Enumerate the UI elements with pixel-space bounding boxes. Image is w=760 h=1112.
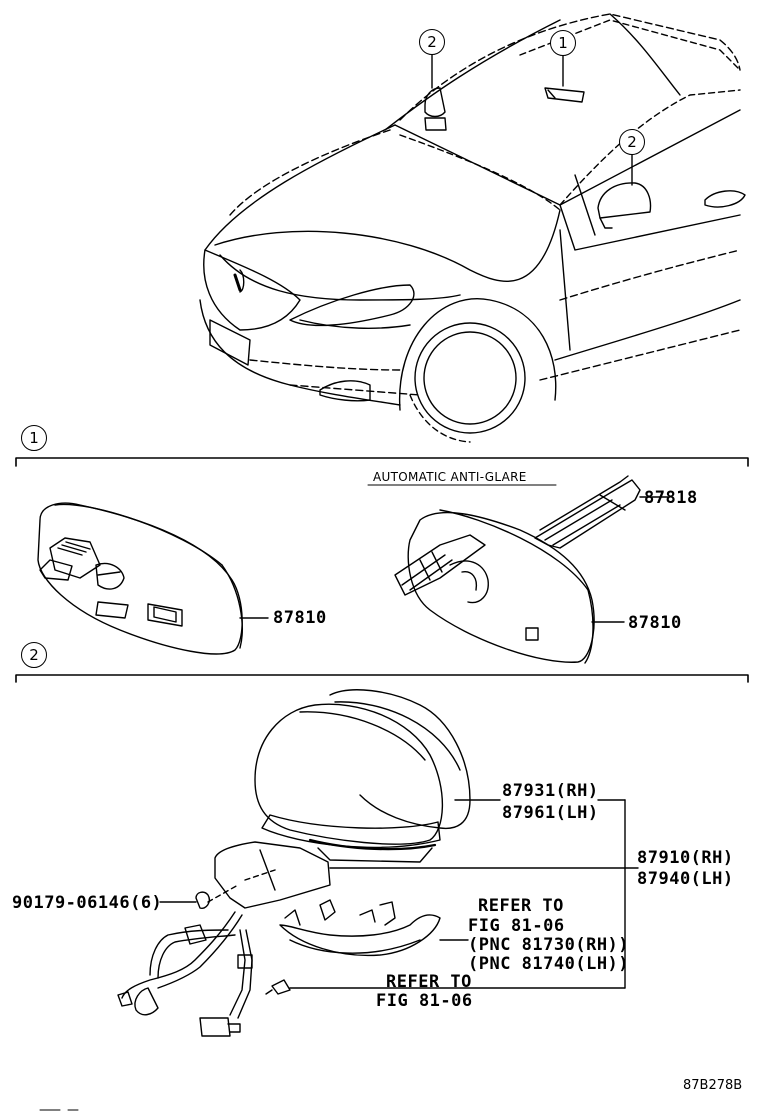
section-2-marker: 2 — [21, 642, 47, 668]
refer-lamp-line3: (PNC 81730(RH)) — [468, 935, 630, 955]
inner-mirror-right — [394, 475, 669, 664]
inner-mirror-left — [37, 502, 269, 655]
callout-2-right-mirror: 2 — [619, 129, 645, 155]
callout-1-inner-mirror: 1 — [550, 30, 576, 56]
part-87810-right-label: 87810 — [628, 613, 682, 633]
outer-mirror-assembly — [117, 689, 639, 1037]
car-illustration — [199, 13, 746, 443]
refer-screw-line1: REFER TO — [386, 972, 472, 992]
refer-lamp-line2: FIG 81-06 — [468, 916, 565, 936]
part-87818-label: 87818 — [644, 488, 698, 508]
refer-screw-line2: FIG 81-06 — [376, 991, 473, 1011]
automatic-anti-glare-heading: AUTOMATIC ANTI-GLARE — [373, 470, 527, 484]
refer-lamp-line1: REFER TO — [478, 896, 564, 916]
part-90179-screw-label: 90179-06146(6) — [12, 893, 163, 913]
part-87810-left-label: 87810 — [273, 608, 327, 628]
callout-2-left-mirror: 2 — [419, 29, 445, 55]
section-1-marker: 1 — [21, 425, 47, 451]
refer-lamp-line4: (PNC 81740(LH)) — [468, 954, 630, 974]
part-87961-lh-label: 87961(LH) — [502, 803, 599, 823]
section1-bracket — [15, 457, 749, 467]
part-87910-rh-label: 87910(RH) — [637, 848, 734, 868]
part-87940-lh-label: 87940(LH) — [637, 869, 734, 889]
figure-id: 87B278B — [683, 1078, 743, 1093]
section2-bracket — [15, 674, 749, 683]
part-87931-rh-label: 87931(RH) — [502, 781, 599, 801]
